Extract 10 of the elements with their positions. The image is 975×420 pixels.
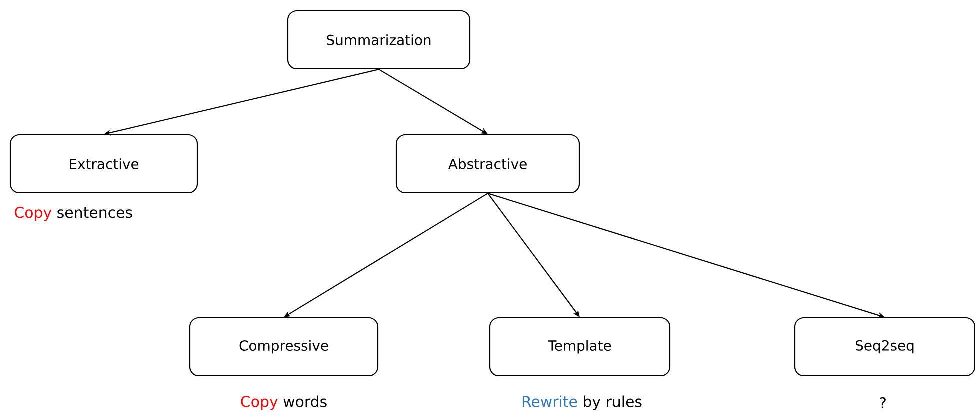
- node-caption: Copy words: [241, 396, 327, 410]
- category-box: Abstractive: [396, 134, 580, 194]
- node-caption: ?: [880, 397, 886, 409]
- category-box: Extractive: [10, 134, 198, 194]
- category-box: Summarization: [287, 10, 471, 70]
- node-caption: Rewrite by rules: [522, 396, 642, 410]
- category-box: Compressive: [189, 317, 379, 377]
- category-box: Seq2seq: [794, 317, 975, 377]
- category-box: Template: [489, 317, 671, 377]
- node-caption: Copy sentences: [15, 206, 132, 222]
